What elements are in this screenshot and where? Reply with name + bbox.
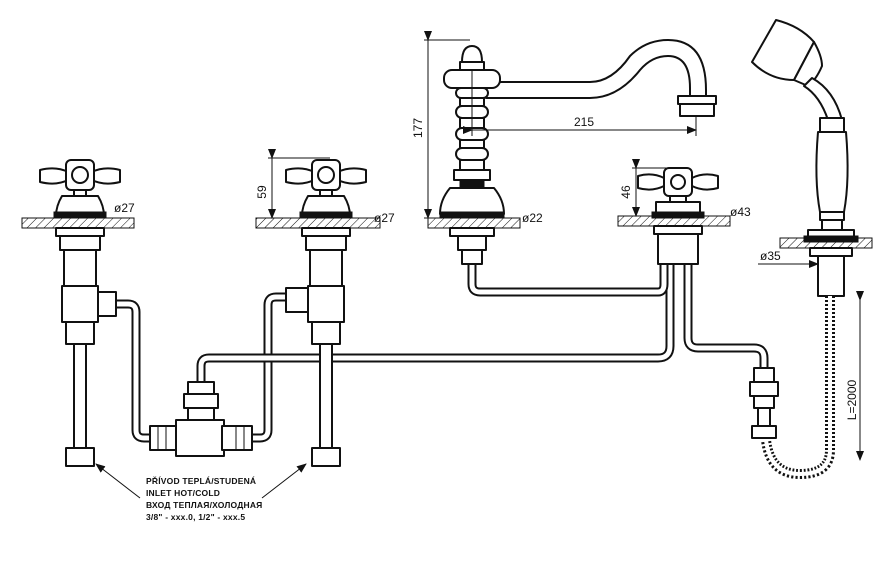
diam-27-mid: ø27 — [374, 211, 395, 225]
right-cross-handle-valve — [285, 159, 367, 467]
left-cross-handle-valve — [39, 159, 121, 467]
hose-length: L=2000 — [845, 379, 859, 420]
dim-215: 215 — [574, 115, 594, 129]
dimension-lines — [95, 31, 864, 499]
supply-note-line-3: ВХОД ТЕПЛАЯ/ХОЛОДНАЯ — [146, 500, 262, 510]
dim-177: 177 — [411, 118, 425, 138]
tee-fitting — [149, 381, 253, 457]
diam-22: ø22 — [522, 211, 543, 225]
connection-pipes — [107, 257, 769, 443]
dim-59: 59 — [255, 185, 269, 199]
worktop-sections — [21, 215, 873, 249]
supply-note-line-2: INLET HOT/COLD — [146, 488, 220, 498]
diam-35: ø35 — [760, 249, 781, 263]
diam-27-left: ø27 — [114, 201, 135, 215]
hand-shower — [749, 19, 859, 480]
dim-46: 46 — [619, 185, 633, 199]
supply-note-line-1: PŘÍVOD TEPLÁ/STUDENÁ — [146, 475, 256, 486]
supply-note-line-4: 3/8" - xxx.0, 1/2" - xxx.5 — [146, 512, 245, 522]
diam-43: ø43 — [730, 205, 751, 219]
